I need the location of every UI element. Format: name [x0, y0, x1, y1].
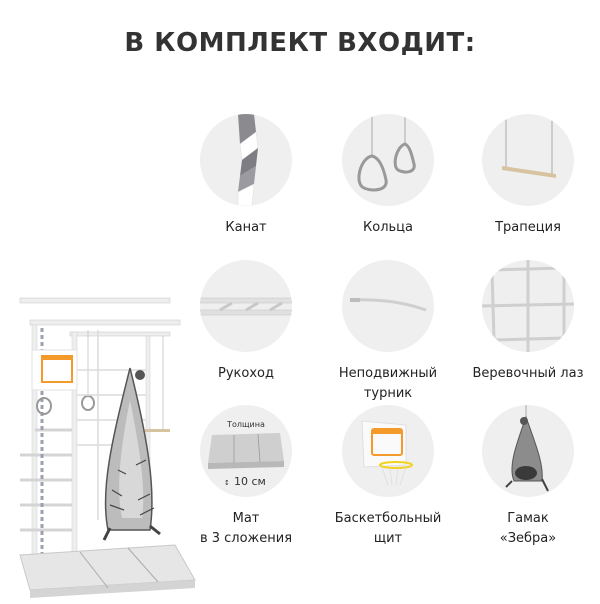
rope-icon: [200, 114, 292, 206]
item-mat: Толщина ↕ 10 см Мат в 3 сложения: [176, 405, 316, 549]
zebra-hammock-icon: [482, 405, 574, 497]
page-title: В КОМПЛЕКТ ВХОДИТ:: [124, 28, 476, 58]
item-label: Баскетбольный: [334, 511, 442, 526]
item-rope-net: Веревочный лаз: [458, 260, 598, 384]
basketball-hoop-icon: [342, 405, 434, 497]
item-label: Неподвижный: [338, 366, 438, 381]
item-rope: Канат: [176, 114, 316, 238]
thickness-label: Толщина: [226, 420, 265, 429]
item-label: Веревочный лаз: [472, 366, 584, 381]
folding-mat-icon: Толщина ↕ 10 см: [200, 405, 292, 497]
item-label: Кольца: [363, 220, 413, 235]
gymnastic-rings-icon: [342, 114, 434, 206]
thickness-value: 10 см: [234, 475, 266, 488]
item-label: Трапеция: [495, 220, 561, 235]
trapeze-icon: [482, 114, 574, 206]
item-pull-up-bar: Неподвижный турник: [318, 260, 458, 404]
item-label: турник: [363, 386, 413, 401]
item-label: Рукоход: [218, 366, 274, 381]
item-label: Гамак: [507, 511, 549, 526]
svg-text:↕: ↕: [224, 479, 230, 487]
item-label: «Зебра»: [499, 531, 557, 546]
item-monkey-bars: Рукоход: [176, 260, 316, 384]
rope-net-icon: [482, 260, 574, 352]
item-basketball: Баскетбольный щит: [318, 405, 458, 549]
item-rings: Кольца: [318, 114, 458, 238]
item-hammock: Гамак «Зебра»: [458, 405, 598, 549]
monkey-bars-icon: [200, 260, 292, 352]
product-image: [0, 290, 200, 600]
item-label: Канат: [225, 220, 267, 235]
item-label: Мат: [232, 511, 260, 526]
item-label: щит: [373, 531, 403, 546]
item-trapeze: Трапеция: [458, 114, 598, 238]
pull-up-bar-icon: [342, 260, 434, 352]
item-label: в 3 сложения: [199, 531, 293, 546]
